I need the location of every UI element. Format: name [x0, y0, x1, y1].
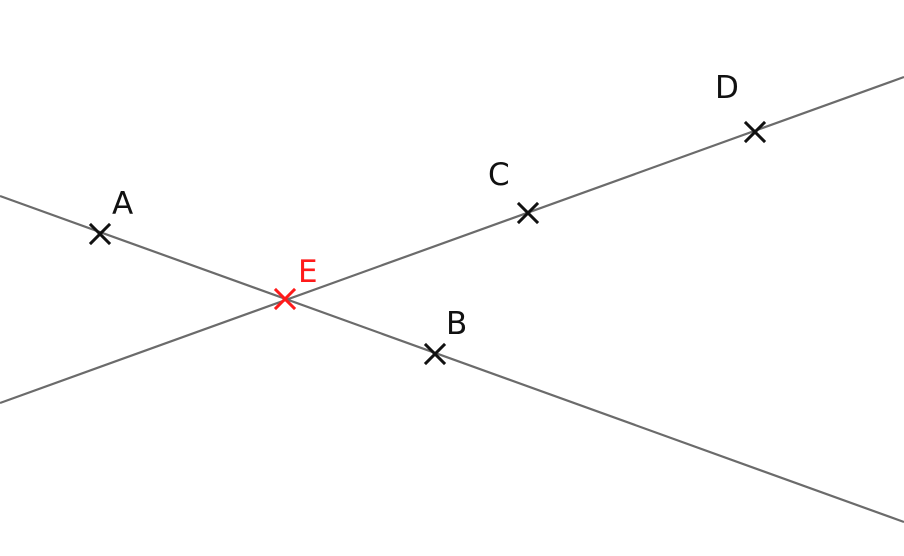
point-d-marker	[743, 120, 767, 144]
line-cd	[0, 75, 904, 405]
point-c-label: C	[488, 157, 510, 193]
point-e-marker	[273, 287, 297, 311]
point-a-label: A	[112, 186, 133, 222]
point-d-label: D	[715, 70, 739, 106]
point-c-marker	[516, 201, 540, 225]
point-a-marker	[88, 222, 112, 246]
point-b-marker	[423, 342, 447, 366]
point-e-label: E	[298, 254, 318, 290]
point-b-label: B	[446, 306, 467, 342]
line-ab	[0, 194, 904, 524]
